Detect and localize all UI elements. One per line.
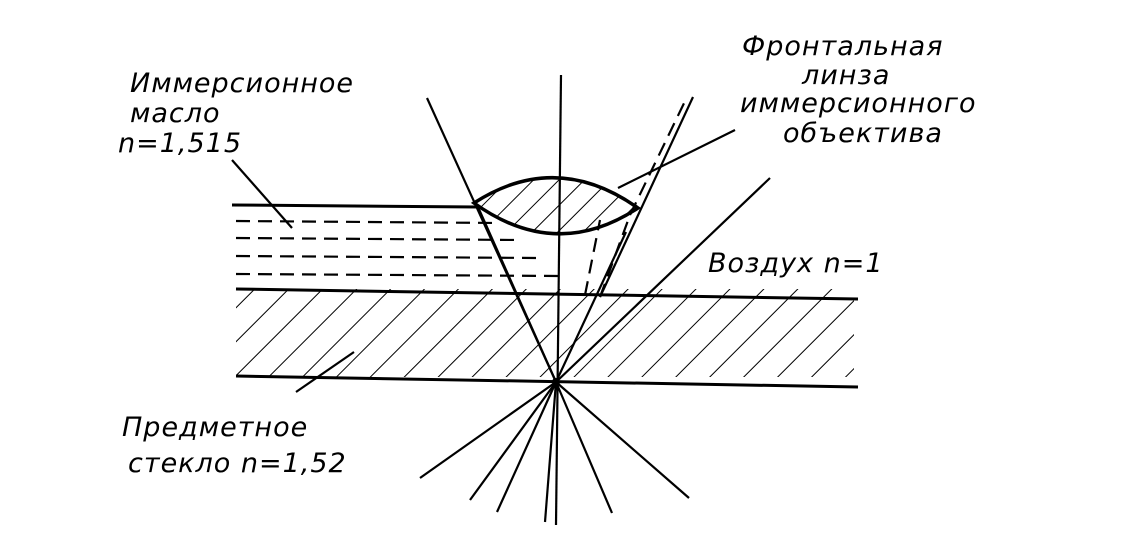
lens-label-line-3: иммерсионного	[740, 88, 976, 119]
ray-below-5	[555, 381, 690, 499]
leader-oil	[231, 159, 293, 229]
ray-dashed-1	[583, 219, 602, 296]
ray-below-2	[495, 381, 558, 513]
lens-body	[470, 176, 642, 236]
ray-dashed-2	[629, 96, 688, 216]
ray-right-lens	[555, 231, 627, 383]
lens-label-line-4: объектива	[783, 118, 943, 149]
ray-below-1	[419, 381, 557, 479]
oil-label-line-1: Иммерсионное	[130, 68, 354, 99]
ray-dashed-3	[598, 214, 632, 298]
lens-label-line-1: Фронтальная	[742, 31, 943, 62]
optical-axis	[554, 74, 563, 526]
leader-slide	[295, 351, 355, 393]
ray-right-air	[555, 177, 771, 383]
object-slide	[235, 287, 859, 389]
ray-below-3	[543, 381, 558, 523]
focal-point	[552, 378, 560, 386]
slide-bottom-edge	[235, 374, 859, 389]
lens-label-line-2: линза	[801, 60, 890, 91]
leader-lines	[231, 129, 736, 393]
oil-label-line-3: n=1,515	[118, 128, 242, 159]
label-object-slide: Предметное стекло n=1,52	[122, 412, 347, 479]
front-lens	[470, 176, 642, 236]
slide-top-edge	[235, 287, 859, 301]
label-front-lens: Фронтальная линза иммерсионного объектив…	[740, 31, 976, 149]
label-immersion-oil: Иммерсионное масло n=1,515	[118, 68, 354, 159]
leader-lens	[617, 129, 736, 189]
ray-upper-solid	[599, 96, 694, 298]
air-label: Воздух n=1	[708, 248, 884, 279]
ray-fan	[419, 96, 771, 523]
slide-label-line-2: стекло n=1,52	[128, 448, 347, 479]
ray-below-4	[554, 381, 614, 514]
ray-below-6	[469, 381, 557, 501]
oil-top-edge	[231, 203, 479, 209]
ray-left-lens	[476, 206, 558, 383]
slide-hatch-fill	[236, 289, 854, 377]
label-air: Воздух n=1	[708, 248, 884, 279]
slide-label-line-1: Предметное	[122, 412, 308, 443]
oil-label-line-2: масло	[130, 98, 221, 129]
oil-dashes	[235, 219, 561, 278]
